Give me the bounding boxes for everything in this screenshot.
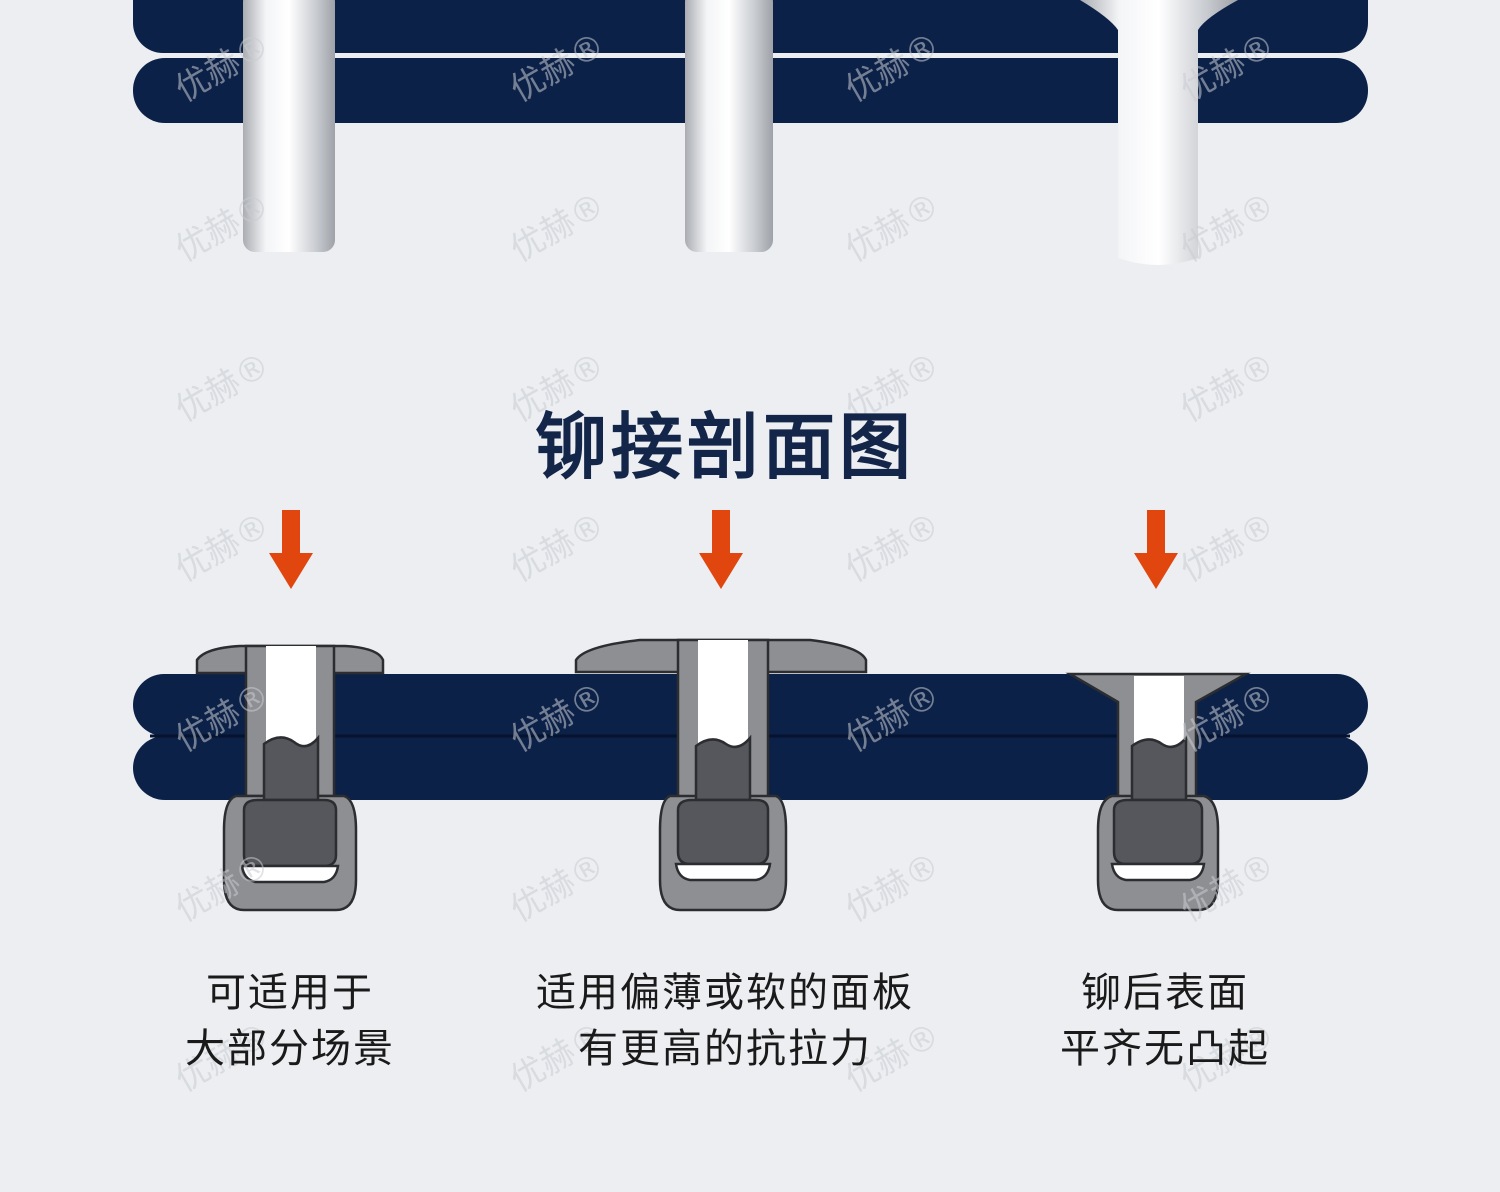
caption-dome-head: 可适用于 大部分场景 [90, 965, 490, 1077]
rivet-countersunk [1065, 672, 1251, 912]
arrows [269, 510, 1178, 589]
caption-large-flange: 适用偏薄或软的面板 有更高的抗拉力 [475, 965, 975, 1077]
rivet-dome-head [195, 644, 385, 912]
arrow-down-icon [269, 510, 313, 589]
caption-countersunk: 铆后表面 平齐无凸起 [965, 965, 1365, 1077]
arrow-down-icon [1134, 510, 1178, 589]
caption-line: 可适用于 [206, 970, 374, 1016]
top-pin-2 [685, 0, 773, 252]
caption-line: 铆后表面 [1081, 970, 1249, 1016]
rivet-large-flange [574, 638, 868, 912]
caption-line: 平齐无凸起 [1060, 1026, 1270, 1072]
top-pin-1 [243, 0, 335, 252]
page-title: 铆接剖面图 [534, 405, 915, 489]
caption-line: 适用偏薄或软的面板 [536, 970, 914, 1016]
top-pin-3 [1080, 0, 1238, 265]
caption-line: 有更高的抗拉力 [578, 1026, 872, 1072]
top-section [133, 0, 1368, 265]
arrow-down-icon [699, 510, 743, 589]
caption-line: 大部分场景 [185, 1026, 395, 1072]
